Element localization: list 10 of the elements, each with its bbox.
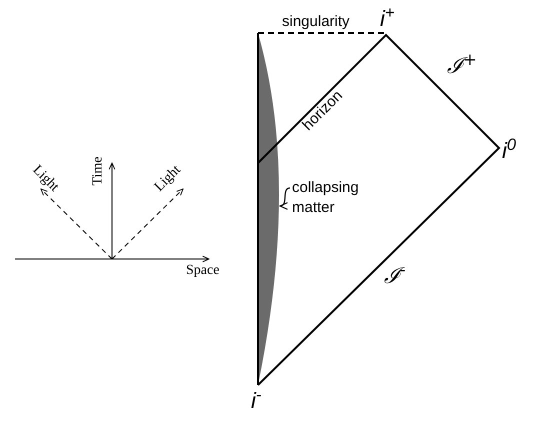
boundary-label: ℐ$^{-}$ (384, 266, 406, 288)
callout-text: collapsing matter (292, 178, 364, 218)
leader-line (279, 187, 290, 208)
point-label: i$^{-}$ (251, 390, 262, 412)
axis-label: Space (186, 264, 220, 278)
region-label: singularity (282, 14, 350, 29)
boundary-label: ℐ$^{+}$ (447, 56, 477, 78)
axis-label: Time (92, 156, 106, 186)
point-label: i$^{0}$ (502, 140, 516, 162)
point-label: i$^{+}$ (380, 8, 395, 30)
